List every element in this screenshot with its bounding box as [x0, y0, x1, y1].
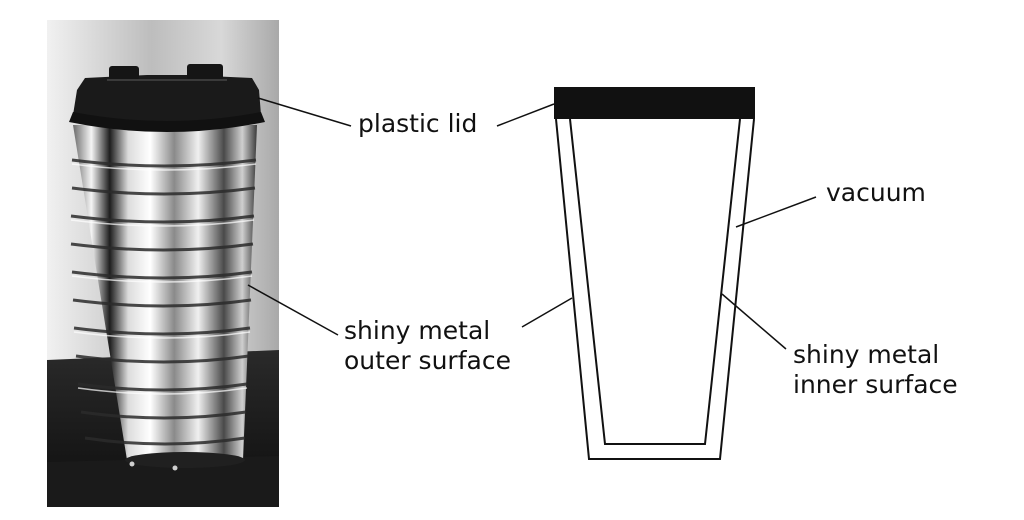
label-outer-surface-line1: shiny metal: [344, 316, 491, 345]
leader-line-plastic-lid-photo: [257, 97, 352, 127]
outer-wall-outline: [555, 118, 755, 460]
inner-wall-outline: [569, 118, 741, 445]
label-vacuum-text: vacuum: [826, 178, 926, 207]
label-inner-surface-line2: inner surface: [793, 370, 958, 399]
leader-line-outer-surface-diagram: [521, 297, 573, 328]
travel-mug-photo: [47, 20, 279, 507]
leader-line-inner-surface: [721, 293, 787, 350]
leader-line-plastic-lid-diagram: [496, 103, 555, 127]
label-plastic-lid-text: plastic lid: [358, 109, 478, 138]
label-outer-surface-line2: outer surface: [344, 346, 511, 375]
leader-line-outer-surface-photo: [247, 284, 339, 336]
label-vacuum: vacuum: [826, 178, 926, 208]
label-inner-surface-line1: shiny metal: [793, 340, 940, 369]
label-outer-surface: shiny metal outer surface: [344, 316, 511, 376]
label-inner-surface: shiny metal inner surface: [793, 340, 958, 400]
label-plastic-lid: plastic lid: [358, 109, 477, 139]
lid-block: [554, 87, 755, 119]
leader-line-vacuum: [735, 196, 817, 228]
